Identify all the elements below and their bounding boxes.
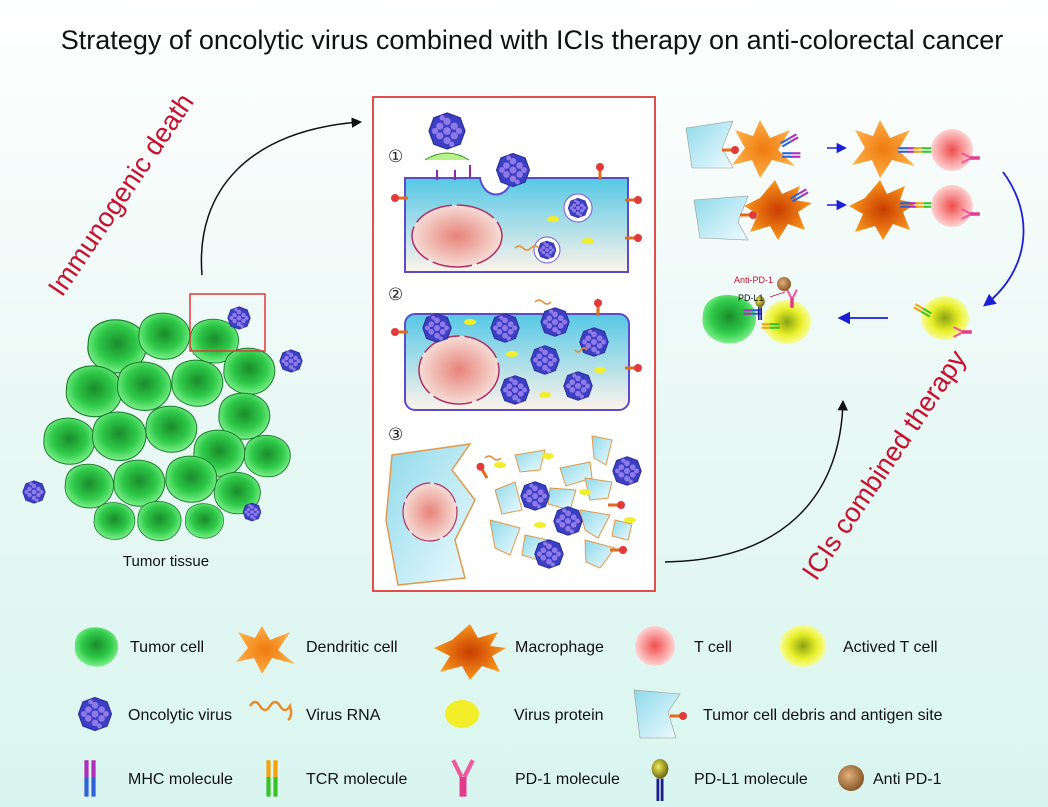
legend-label: TCR molecule: [306, 771, 407, 788]
pd-l1-label: PD-L1: [738, 293, 764, 303]
actived-t-cell-icon: [780, 625, 826, 667]
arrow-to-therapy: [664, 399, 848, 563]
antigen-presentation-row-1: [685, 120, 981, 178]
legend-label: PD-L1 molecule: [694, 771, 808, 788]
step-3-number: ③: [388, 425, 403, 444]
macrophage-icon: [434, 624, 506, 680]
legend-label: Virus RNA: [306, 707, 381, 724]
step-2-number: ②: [388, 285, 403, 304]
dendritic-cell-icon: [236, 626, 295, 674]
tcr-molecule-icon: [266, 760, 278, 797]
legend-item-macrophage: Macrophage: [434, 624, 604, 680]
legend-label: PD-1 molecule: [515, 771, 620, 788]
legend-item-oncolytic-virus: Oncolytic virus: [77, 696, 232, 732]
legend-label: Tumor cell debris and antigen site: [703, 707, 943, 724]
legend-label: MHC molecule: [128, 771, 233, 788]
step-1-cell: [391, 112, 642, 273]
ici-therapy-label: ICIs combined therapy: [796, 344, 972, 585]
legend-label: Actived T cell: [843, 639, 938, 656]
step-3-debris: [385, 435, 642, 586]
step-2-cell: [391, 299, 642, 411]
arrow-to-panel: [200, 117, 363, 276]
legend-item-pd1: PD-1 molecule: [453, 760, 620, 796]
legend-label: T cell: [694, 639, 732, 656]
tumor-tissue-label: Tumor tissue: [123, 553, 209, 570]
mhc-molecule-icon: [84, 760, 96, 797]
legend-item-virus-rna: Virus RNA: [248, 700, 381, 724]
legend-item-dendritic-cell: Dendritic cell: [236, 626, 398, 674]
pd1-molecule-icon: [453, 760, 473, 796]
antigen-site-icon: [670, 712, 687, 720]
legend-item-tumor-cell: Tumor cell: [74, 627, 204, 667]
legend-item-tcr: TCR molecule: [266, 760, 407, 797]
activation-arrow: [983, 171, 1025, 307]
legend-item-tumor-debris: Tumor cell debris and antigen site: [633, 689, 943, 739]
virus-protein-icon: [445, 700, 479, 728]
tumor-cell-icon: [74, 627, 119, 667]
legend-label: Macrophage: [515, 639, 604, 656]
antigen-presentation-row-2: [693, 180, 981, 241]
legend-item-pdl1: PD-L1 molecule: [651, 759, 808, 801]
t-cell-icon: [635, 626, 675, 666]
anti-pd1-label: Anti-PD-1: [734, 275, 773, 285]
tumor-debris-icon: [633, 689, 681, 739]
step-1-number: ①: [388, 147, 403, 166]
figure-title: Strategy of oncolytic virus combined wit…: [61, 25, 1003, 55]
legend-label: Tumor cell: [130, 639, 204, 656]
legend-item-mhc: MHC molecule: [84, 760, 233, 797]
legend-label: Anti PD-1: [873, 771, 942, 788]
legend: Tumor cell Dendritic cell Macrophage T c…: [74, 624, 943, 801]
activated-t-cell-right: [913, 296, 973, 340]
legend-label: Virus protein: [514, 707, 604, 724]
legend-item-anti-pd1: Anti PD-1: [838, 765, 942, 791]
oncolytic-virus-icon: [77, 696, 113, 732]
legend-item-virus-protein: Virus protein: [445, 700, 604, 728]
zoom-highlight-box: [189, 293, 266, 352]
legend-label: Dendritic cell: [306, 639, 398, 656]
pdl1-molecule-icon: [651, 759, 669, 801]
immunogenic-death-label: Immunogenic death: [42, 88, 199, 301]
checkpoint-blockade: [702, 277, 811, 344]
legend-item-actived-t-cell: Actived T cell: [780, 625, 938, 667]
legend-label: Oncolytic virus: [128, 707, 232, 724]
legend-item-t-cell: T cell: [635, 626, 732, 666]
anti-pd1-icon: [838, 765, 864, 791]
virus-rna-icon: [248, 700, 293, 721]
